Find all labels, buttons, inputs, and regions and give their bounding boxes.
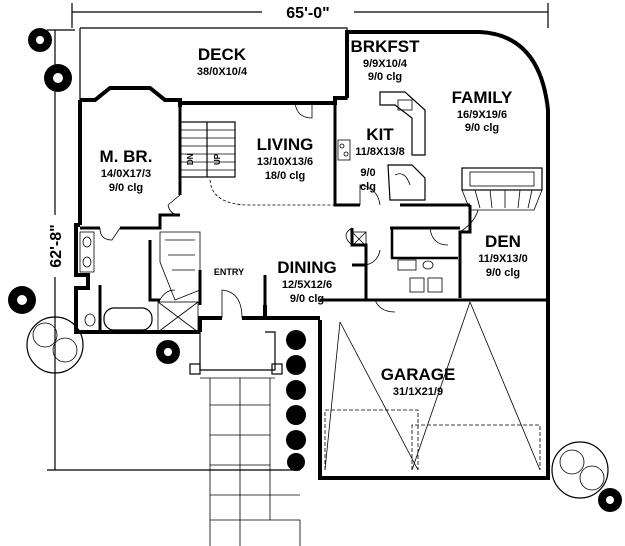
interior-walls — [80, 103, 548, 332]
family-name: FAMILY — [452, 88, 513, 107]
dining-size: 12/5X12/6 — [282, 279, 332, 291]
mbr-ceiling: 9/0 clg — [109, 182, 143, 194]
exterior-walls — [74, 30, 550, 480]
dining-ceiling: 9/0 clg — [290, 293, 324, 305]
trees — [26, 316, 609, 499]
dining-name: DINING — [277, 258, 337, 277]
kit-size: 11/8X13/8 — [355, 146, 405, 158]
width-dimension: 65'-0" — [286, 5, 329, 22]
stairs-down-label: DN — [186, 153, 195, 165]
living-name: LIVING — [257, 135, 314, 154]
living-size: 13/10X13/6 — [257, 156, 313, 168]
width-dimension-line — [71, 2, 549, 28]
bath-fixtures — [79, 231, 443, 333]
deck-size: 38/0X10/4 — [197, 66, 248, 78]
garage-name: GARAGE — [381, 365, 456, 384]
living-ceiling: 18/0 clg — [265, 170, 305, 182]
kit-ceiling-line2: clg — [360, 181, 376, 193]
depth-dimension-line — [44, 29, 300, 471]
den-size: 11/9X13/0 — [478, 253, 528, 265]
garage-size: 31/1X21/9 — [393, 386, 443, 398]
family-size: 16/9X19/6 — [457, 109, 507, 121]
shrubs — [8, 28, 622, 512]
brkfst-size: 9/9X10/4 — [363, 58, 408, 70]
stairs — [179, 121, 335, 206]
kit-ceiling-line1: 9/0 — [360, 167, 375, 179]
mbr-name: M. BR. — [100, 147, 153, 166]
kitchen-fixtures — [337, 91, 426, 201]
entry-name: ENTRY — [214, 267, 244, 277]
den-ceiling: 9/0 clg — [486, 267, 520, 279]
mbr-size: 14/0X17/3 — [101, 168, 151, 180]
deck-name: DECK — [198, 45, 247, 64]
brkfst-ceiling: 9/0 clg — [368, 71, 402, 83]
family-ceiling: 9/0 clg — [465, 122, 499, 134]
fireplace — [461, 167, 543, 211]
kit-name: KIT — [366, 125, 394, 144]
door-swings — [99, 102, 479, 319]
depth-dimension: 62'-8" — [48, 224, 65, 267]
garage-doors — [324, 301, 541, 471]
entry-porch — [189, 331, 301, 546]
brkfst-name: BRKFST — [351, 37, 421, 56]
stairs-up-label: UP — [213, 153, 222, 165]
den-name: DEN — [485, 232, 521, 251]
